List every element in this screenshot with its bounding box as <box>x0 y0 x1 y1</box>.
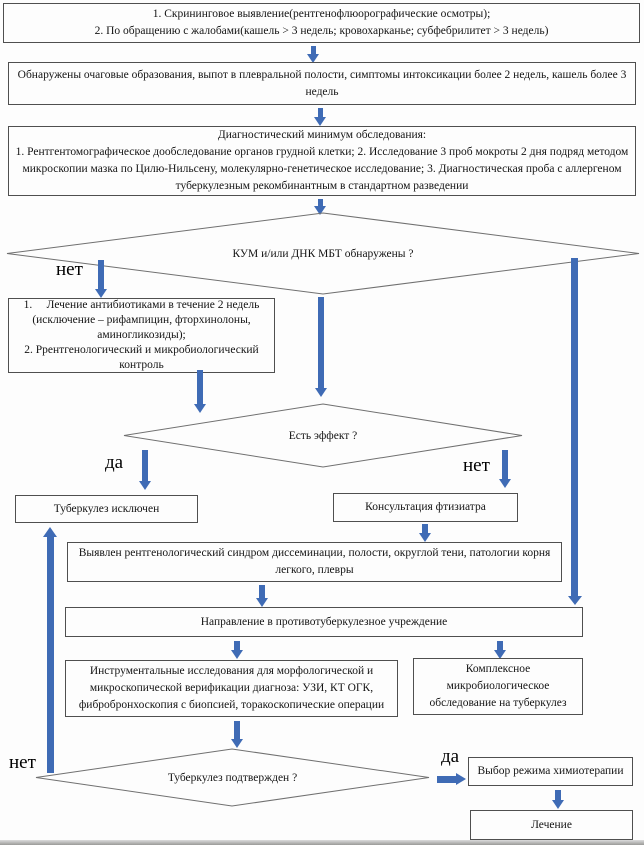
box-tb-excluded: Туберкулез исключен <box>15 495 198 523</box>
arrow-down-icon <box>315 388 327 397</box>
box-xray-syndrome: Выявлен рентгенологический синдром диссе… <box>67 542 562 582</box>
arrow-down-icon <box>318 108 323 117</box>
arrow-down-icon <box>231 739 243 748</box>
arrow-down-icon <box>568 596 582 605</box>
box-screening: 1. Скрининговое выявление(рентгенофлюоро… <box>3 3 640 43</box>
arrow-down-icon <box>95 289 107 298</box>
box-chemo-regimen: Выбор режима химиотерапии <box>468 757 633 786</box>
edge-label-no: нет <box>9 752 36 773</box>
arrow-right-icon <box>456 773 466 785</box>
diamond-kum-detected: КУМ и/или ДНК МБТ обнаружены ? <box>6 212 640 295</box>
arrow-up-icon <box>43 527 57 537</box>
arrow-down-icon <box>555 790 561 800</box>
edge-label-no: нет <box>56 259 83 280</box>
diamond-tb-confirmed: Туберкулез подтвержден ? <box>35 748 430 807</box>
arrow-down-icon <box>499 479 511 488</box>
arrow-down-icon <box>422 524 428 533</box>
diamond-kum-label: КУМ и/или ДНК МБТ обнаружены ? <box>232 247 414 260</box>
box-phthisiatrician: Консультация фтизиатра <box>333 493 518 522</box>
arrow-down-icon <box>314 117 326 126</box>
arrow-down-icon <box>497 641 503 650</box>
arrow-down-icon <box>259 585 265 598</box>
arrow-down-icon <box>552 800 564 809</box>
arrow-up-icon <box>47 537 54 773</box>
diamond-effect: Есть эффект ? <box>123 403 523 468</box>
box-findings: Обнаружены очаговые образования, выпот в… <box>8 62 636 105</box>
arrow-down-icon <box>307 54 319 63</box>
arrow-down-icon <box>311 46 316 54</box>
box-referral: Направление в противотуберкулезное учреж… <box>65 607 583 637</box>
arrow-down-icon <box>197 370 203 404</box>
arrow-down-icon <box>142 450 148 481</box>
box-instrumental: Инструментальные исследования для морфол… <box>65 660 398 717</box>
arrow-down-icon <box>194 404 206 413</box>
arrow-down-icon <box>231 650 243 659</box>
diamond-effect-label: Есть эффект ? <box>288 429 358 442</box>
edge-label-yes: да <box>105 452 124 473</box>
arrow-down-icon <box>502 450 508 479</box>
diamond-confirmed-label: Туберкулез подтвержден ? <box>167 771 298 784</box>
box-microbio: Комплексное микробиологическое обследова… <box>413 658 583 715</box>
arrow-down-icon <box>234 641 240 650</box>
arrow-down-icon <box>98 260 104 289</box>
arrow-down-icon <box>314 206 326 215</box>
arrow-down-icon <box>234 721 240 739</box>
edge-label-yes: да <box>441 746 460 767</box>
arrow-right-icon <box>437 776 456 783</box>
box-treatment: Лечение <box>470 810 633 840</box>
page-bottom-edge <box>0 840 644 845</box>
box-diagnostic-minimum: Диагностический минимум обследования: 1.… <box>8 126 636 196</box>
arrow-down-icon <box>256 598 268 607</box>
arrow-down-icon <box>318 199 323 206</box>
arrow-down-icon <box>139 481 151 490</box>
edge-label-no: нет <box>463 455 490 476</box>
arrow-down-icon <box>419 533 431 542</box>
arrow-down-icon <box>318 297 324 388</box>
arrow-down-icon <box>571 258 578 596</box>
box-antibiotics: 1. Лечение антибиотиками в течение 2 нед… <box>8 298 275 373</box>
arrow-down-icon <box>494 650 506 659</box>
